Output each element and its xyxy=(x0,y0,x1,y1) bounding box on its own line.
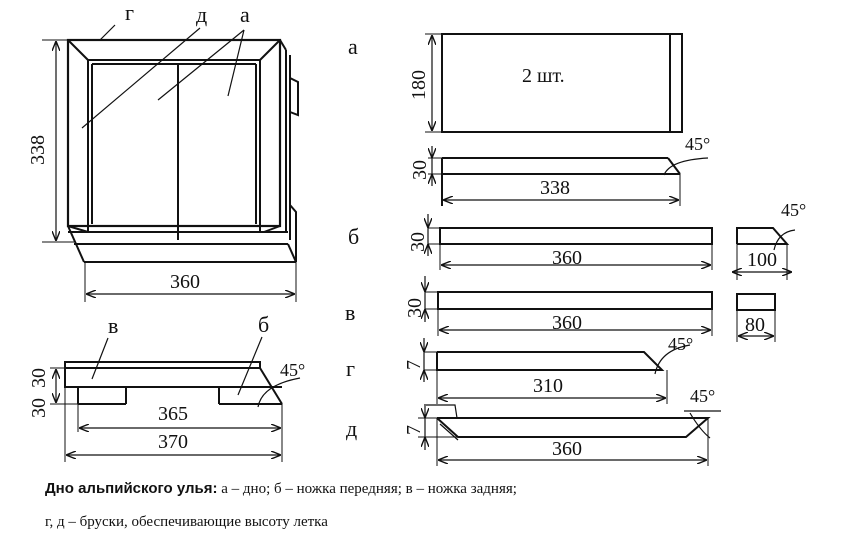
part-d-drawing xyxy=(418,404,721,466)
part-v-drawing xyxy=(425,276,776,342)
angle-45-g: 45° xyxy=(668,334,693,354)
dim-360-d: 360 xyxy=(552,438,582,460)
dim-338-a: 338 xyxy=(540,177,570,199)
dim-360-b: 360 xyxy=(552,247,582,269)
angle-45-a: 45° xyxy=(685,134,710,154)
angle-45-d: 45° xyxy=(690,386,715,406)
dim-30-bottom: 30 xyxy=(28,398,50,418)
side-view xyxy=(50,336,301,462)
angle-45-side: 45° xyxy=(280,360,305,380)
part-a-drawing xyxy=(425,33,709,206)
part-b-drawing xyxy=(428,214,796,280)
part-label-g: г xyxy=(346,356,355,381)
caption-line-1: Дно альпийского улья: а – дно; б – ножка… xyxy=(45,480,517,498)
part-g-drawing xyxy=(424,338,691,404)
dim-80: 80 xyxy=(745,314,765,336)
caption-legend-2: г, д – бруски, обеспечивающие высоту лет… xyxy=(45,514,328,530)
angle-45-b: 45° xyxy=(781,200,806,220)
caption-line-2: г, д – бруски, обеспечивающие высоту лет… xyxy=(45,513,328,531)
dim-360-v: 360 xyxy=(552,312,582,334)
dim-180: 180 xyxy=(408,70,430,100)
dim-338: 338 xyxy=(27,135,49,165)
part-label-b: б xyxy=(348,224,359,249)
part-label-v: в xyxy=(345,300,355,325)
dim-370: 370 xyxy=(158,431,188,453)
caption-title: Дно альпийского улья: xyxy=(45,480,218,497)
label-g: г xyxy=(125,0,134,25)
part-label-d: д xyxy=(346,416,357,441)
dim-30-b: 30 xyxy=(407,232,429,252)
label-v: в xyxy=(108,313,118,338)
dim-100: 100 xyxy=(747,249,777,271)
label-b: б xyxy=(258,312,269,337)
label-d: д xyxy=(196,2,207,27)
dim-7-d: 7 xyxy=(403,425,425,435)
dim-7-g: 7 xyxy=(403,360,425,370)
quantity-note: 2 шт. xyxy=(522,65,565,87)
dim-30-top: 30 xyxy=(28,368,50,388)
assembly-view xyxy=(42,24,299,302)
dim-365: 365 xyxy=(158,403,188,425)
dim-30-a: 30 xyxy=(409,160,431,180)
dim-360: 360 xyxy=(170,271,200,293)
dim-310: 310 xyxy=(533,375,563,397)
label-a: а xyxy=(240,2,250,27)
caption-legend-1: а – дно; б – ножка передняя; в – ножка з… xyxy=(217,481,517,497)
part-label-a: а xyxy=(348,34,358,59)
dim-30-v: 30 xyxy=(404,298,426,318)
